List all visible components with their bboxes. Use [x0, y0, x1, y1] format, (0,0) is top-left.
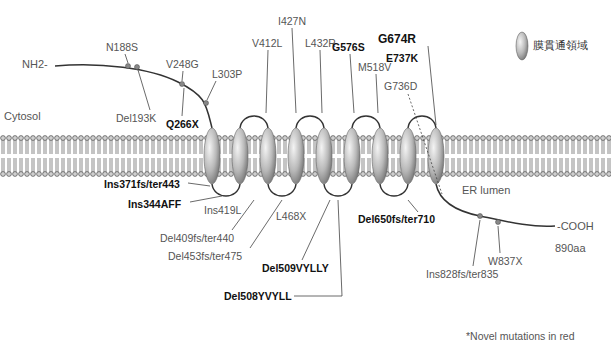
mutation-label: E737K [386, 52, 418, 64]
mutation-label: V412L [252, 37, 282, 49]
mutation-label: W837X [488, 255, 522, 267]
mutation-label: I427N [278, 15, 306, 27]
mutation-label: N188S [106, 41, 138, 53]
length-label: 890aa [555, 242, 586, 254]
region-label: Cytosol [4, 110, 41, 122]
mutation-label: Del193K [116, 112, 156, 124]
terminus-label: NH2- [22, 58, 48, 70]
mutation-label: Del409fs/ter440 [160, 232, 234, 244]
terminus-label: -COOH [557, 220, 594, 232]
mutation-label: Del453fs/ter475 [168, 250, 242, 262]
legend-text: 膜貫通領域 [533, 39, 588, 51]
mutation-label: V248G [166, 58, 199, 70]
mutation-label: L468X [276, 210, 306, 222]
mutation-label: G736D [384, 80, 417, 92]
mutation-label: Ins371fs/ter443 [104, 178, 180, 190]
mutation-label: L432R [305, 37, 336, 49]
footnote: *Novel mutations in red [466, 330, 575, 342]
mutation-label: G674R [378, 33, 416, 45]
mutation-label: Del509VYLLY [262, 262, 329, 274]
mutation-label: Q266X [166, 118, 199, 130]
mutation-label: Del650fs/ter710 [358, 213, 435, 225]
region-label: ER lumen [462, 184, 510, 196]
mutation-label: L303P [212, 68, 242, 80]
mutation-label: G576S [332, 41, 365, 53]
mutation-label: Ins828fs/ter835 [426, 268, 498, 280]
mutation-label: Ins344AFF [128, 198, 181, 210]
mutation-label: Del508YVYLL [224, 290, 292, 302]
mutation-label: Ins419L [204, 204, 241, 216]
